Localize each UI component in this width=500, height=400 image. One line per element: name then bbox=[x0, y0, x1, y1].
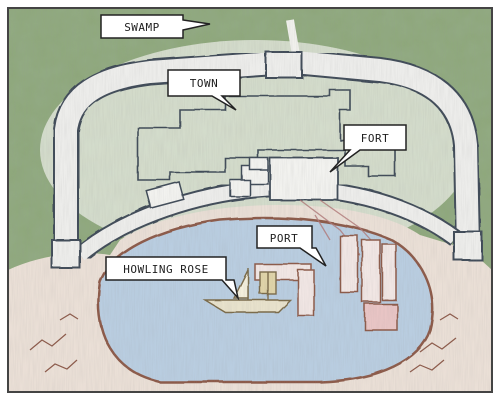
fort-label-text: FORT bbox=[361, 132, 390, 145]
town-label[interactable]: TOWN bbox=[167, 69, 241, 111]
fort-label[interactable]: FORT bbox=[329, 124, 407, 173]
swamp-label-text: SWAMP bbox=[124, 21, 160, 34]
ship-label[interactable]: HOWLING ROSE bbox=[105, 256, 240, 301]
swamp-label[interactable]: SWAMP bbox=[100, 14, 211, 39]
port-label-text: PORT bbox=[270, 232, 299, 245]
town-label-text: TOWN bbox=[190, 77, 219, 90]
port-label[interactable]: PORT bbox=[256, 225, 327, 267]
ship-label-text: HOWLING ROSE bbox=[123, 263, 208, 276]
map-frame bbox=[7, 7, 493, 393]
